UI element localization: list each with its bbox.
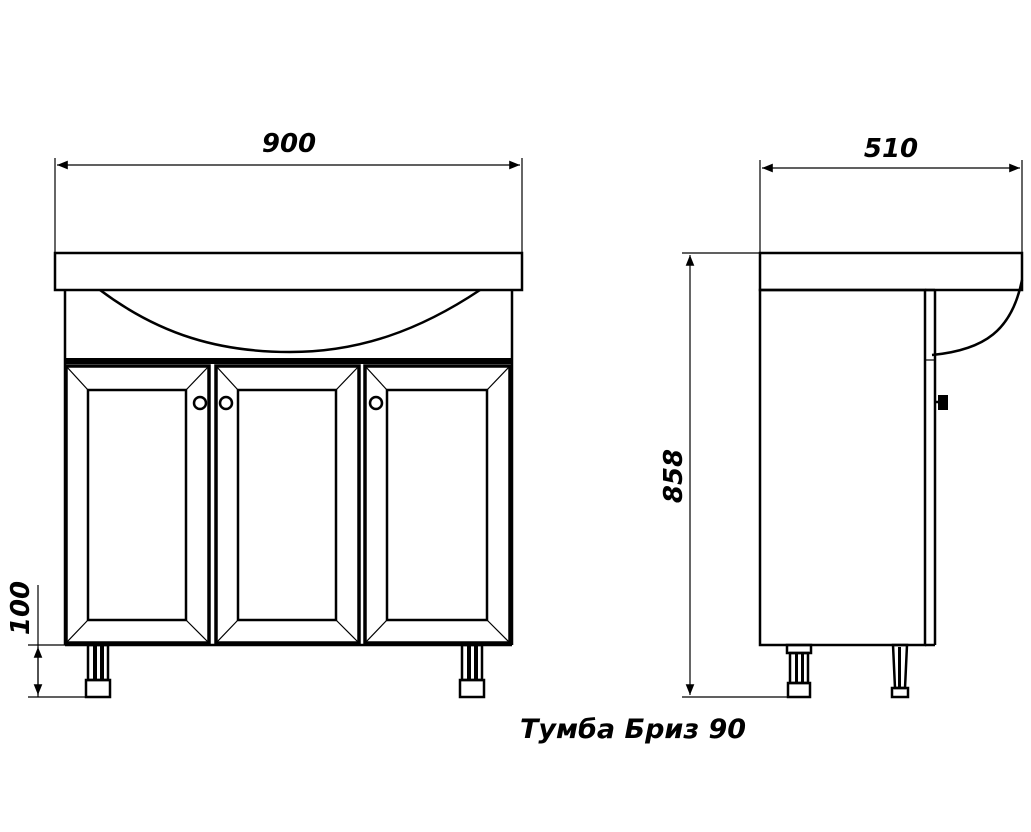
knob-icon bbox=[368, 395, 384, 411]
door-right bbox=[363, 364, 512, 645]
cabinet-body bbox=[63, 290, 514, 647]
leg-height-dimension: 100 bbox=[6, 581, 88, 698]
sink-top bbox=[53, 251, 524, 354]
door-middle bbox=[214, 364, 361, 645]
drawing-title: Тумба Бриз 90 bbox=[520, 714, 746, 745]
width-label: 900 bbox=[262, 129, 316, 159]
leg-height-label: 100 bbox=[6, 581, 36, 635]
side-cabinet-body bbox=[758, 288, 948, 647]
door-left bbox=[64, 364, 211, 645]
side-sink-top bbox=[758, 251, 1024, 357]
depth-dimension: 510 bbox=[759, 134, 1023, 252]
side-leg-front bbox=[785, 643, 813, 699]
height-label: 858 bbox=[659, 449, 689, 503]
width-dimension: 900 bbox=[54, 129, 523, 252]
leg-right bbox=[458, 643, 486, 699]
leg-left bbox=[84, 643, 112, 699]
front-view: 900 bbox=[6, 129, 524, 699]
depth-label: 510 bbox=[864, 134, 918, 164]
height-dimension: 858 bbox=[659, 252, 790, 698]
knob-icon bbox=[192, 395, 208, 411]
handle-icon bbox=[938, 395, 948, 410]
knob-icon bbox=[218, 395, 234, 411]
side-view: 510 858 bbox=[659, 134, 1024, 699]
side-leg-back bbox=[890, 643, 910, 699]
